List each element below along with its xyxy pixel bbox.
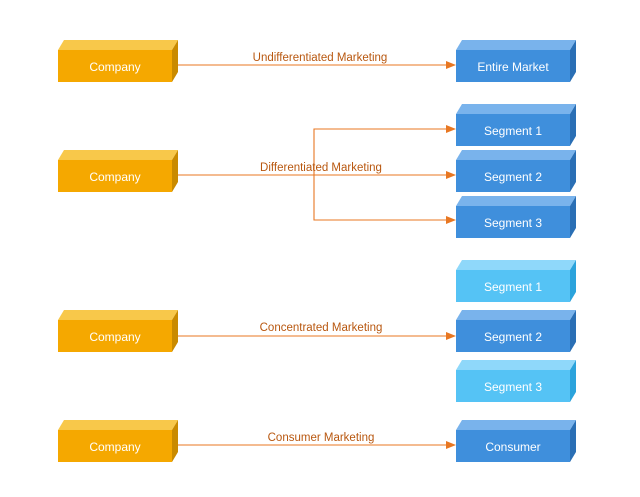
target-label-conc-segment-2: Segment 2 bbox=[484, 330, 542, 344]
row-undifferentiated: Company Undifferentiated Marketing Entir… bbox=[58, 40, 576, 82]
target-diff-segment-1: Segment 1 bbox=[456, 104, 576, 146]
company-box-2: Company bbox=[58, 150, 178, 192]
company-label-4: Company bbox=[89, 440, 140, 454]
target-label-entire-market: Entire Market bbox=[477, 60, 549, 74]
target-diff-segment-2: Segment 2 bbox=[456, 150, 576, 192]
target-label-diff-segment-2: Segment 2 bbox=[484, 170, 542, 184]
strategy-label-undifferentiated: Undifferentiated Marketing bbox=[253, 52, 388, 64]
arrow-differentiated-segment-1 bbox=[313, 125, 456, 175]
company-box-1: Company bbox=[58, 40, 178, 82]
row-concentrated: Company Concentrated Marketing Segment 1… bbox=[58, 260, 576, 402]
arrow-differentiated-segment-3 bbox=[313, 175, 456, 224]
target-conc-segment-3: Segment 3 bbox=[456, 360, 576, 402]
strategy-label-consumer: Consumer Marketing bbox=[268, 432, 375, 444]
company-box-4: Company bbox=[58, 420, 178, 462]
target-conc-segment-1: Segment 1 bbox=[456, 260, 576, 302]
target-label-conc-segment-3: Segment 3 bbox=[484, 380, 542, 394]
company-label-2: Company bbox=[89, 170, 140, 184]
target-label-diff-segment-1: Segment 1 bbox=[484, 124, 542, 138]
strategy-label-differentiated: Differentiated Marketing bbox=[260, 162, 382, 174]
strategy-label-concentrated: Concentrated Marketing bbox=[260, 322, 383, 334]
target-consumer: Consumer bbox=[456, 420, 576, 462]
target-entire-market: Entire Market bbox=[456, 40, 576, 82]
row-consumer: Company Consumer Marketing Consumer bbox=[58, 420, 576, 462]
target-label-consumer: Consumer bbox=[485, 440, 540, 454]
target-label-conc-segment-1: Segment 1 bbox=[484, 280, 542, 294]
target-label-diff-segment-3: Segment 3 bbox=[484, 216, 542, 230]
target-diff-segment-3: Segment 3 bbox=[456, 196, 576, 238]
row-differentiated: Company Differentiated Marketing Segment… bbox=[58, 104, 576, 238]
target-conc-segment-2: Segment 2 bbox=[456, 310, 576, 352]
company-box-3: Company bbox=[58, 310, 178, 352]
company-label-1: Company bbox=[89, 60, 140, 74]
company-label-3: Company bbox=[89, 330, 140, 344]
